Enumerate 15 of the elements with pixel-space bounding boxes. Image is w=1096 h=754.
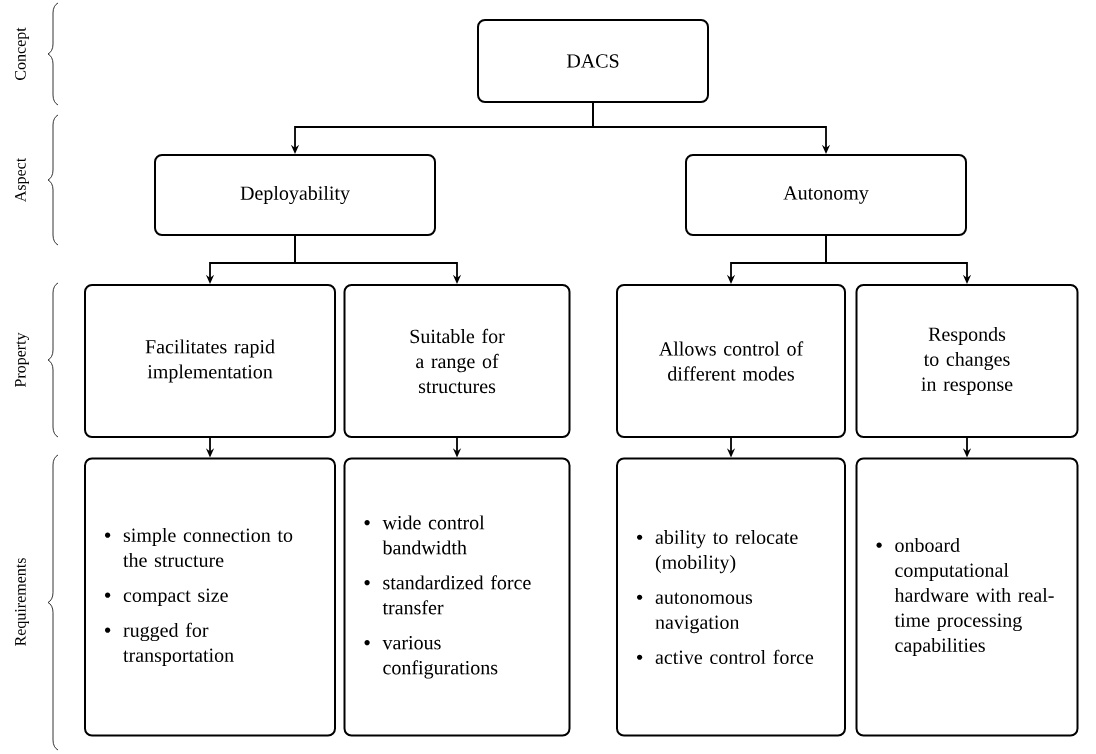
concept-box: DACS — [477, 19, 709, 103]
row-label: Requirements — [15, 558, 29, 646]
property-box: Suitable for a range of structures — [343, 284, 571, 438]
row-label: Property — [15, 332, 29, 388]
aspect-box: Autonomy — [685, 154, 967, 236]
property-box: Facilitates rapid implementation — [84, 284, 336, 438]
row-label: Aspect — [15, 157, 29, 203]
requirement-box: wide control bandwidth standardized force transfer various configurations — [343, 457, 571, 737]
row-label: Concept — [15, 27, 29, 80]
requirement-box: ability to relocate (mobility) autonomous navigation active control force — [616, 457, 846, 737]
requirement-box: simple connection to the structure compact size rugged for transportation — [84, 457, 336, 737]
requirement-box: onboard computational hardware with real-time processing capabilities — [855, 457, 1079, 737]
aspect-box: Deployability — [154, 154, 436, 236]
property-box: Allows control of different modes — [616, 284, 846, 438]
property-box: Responds to changes in response — [855, 284, 1079, 438]
